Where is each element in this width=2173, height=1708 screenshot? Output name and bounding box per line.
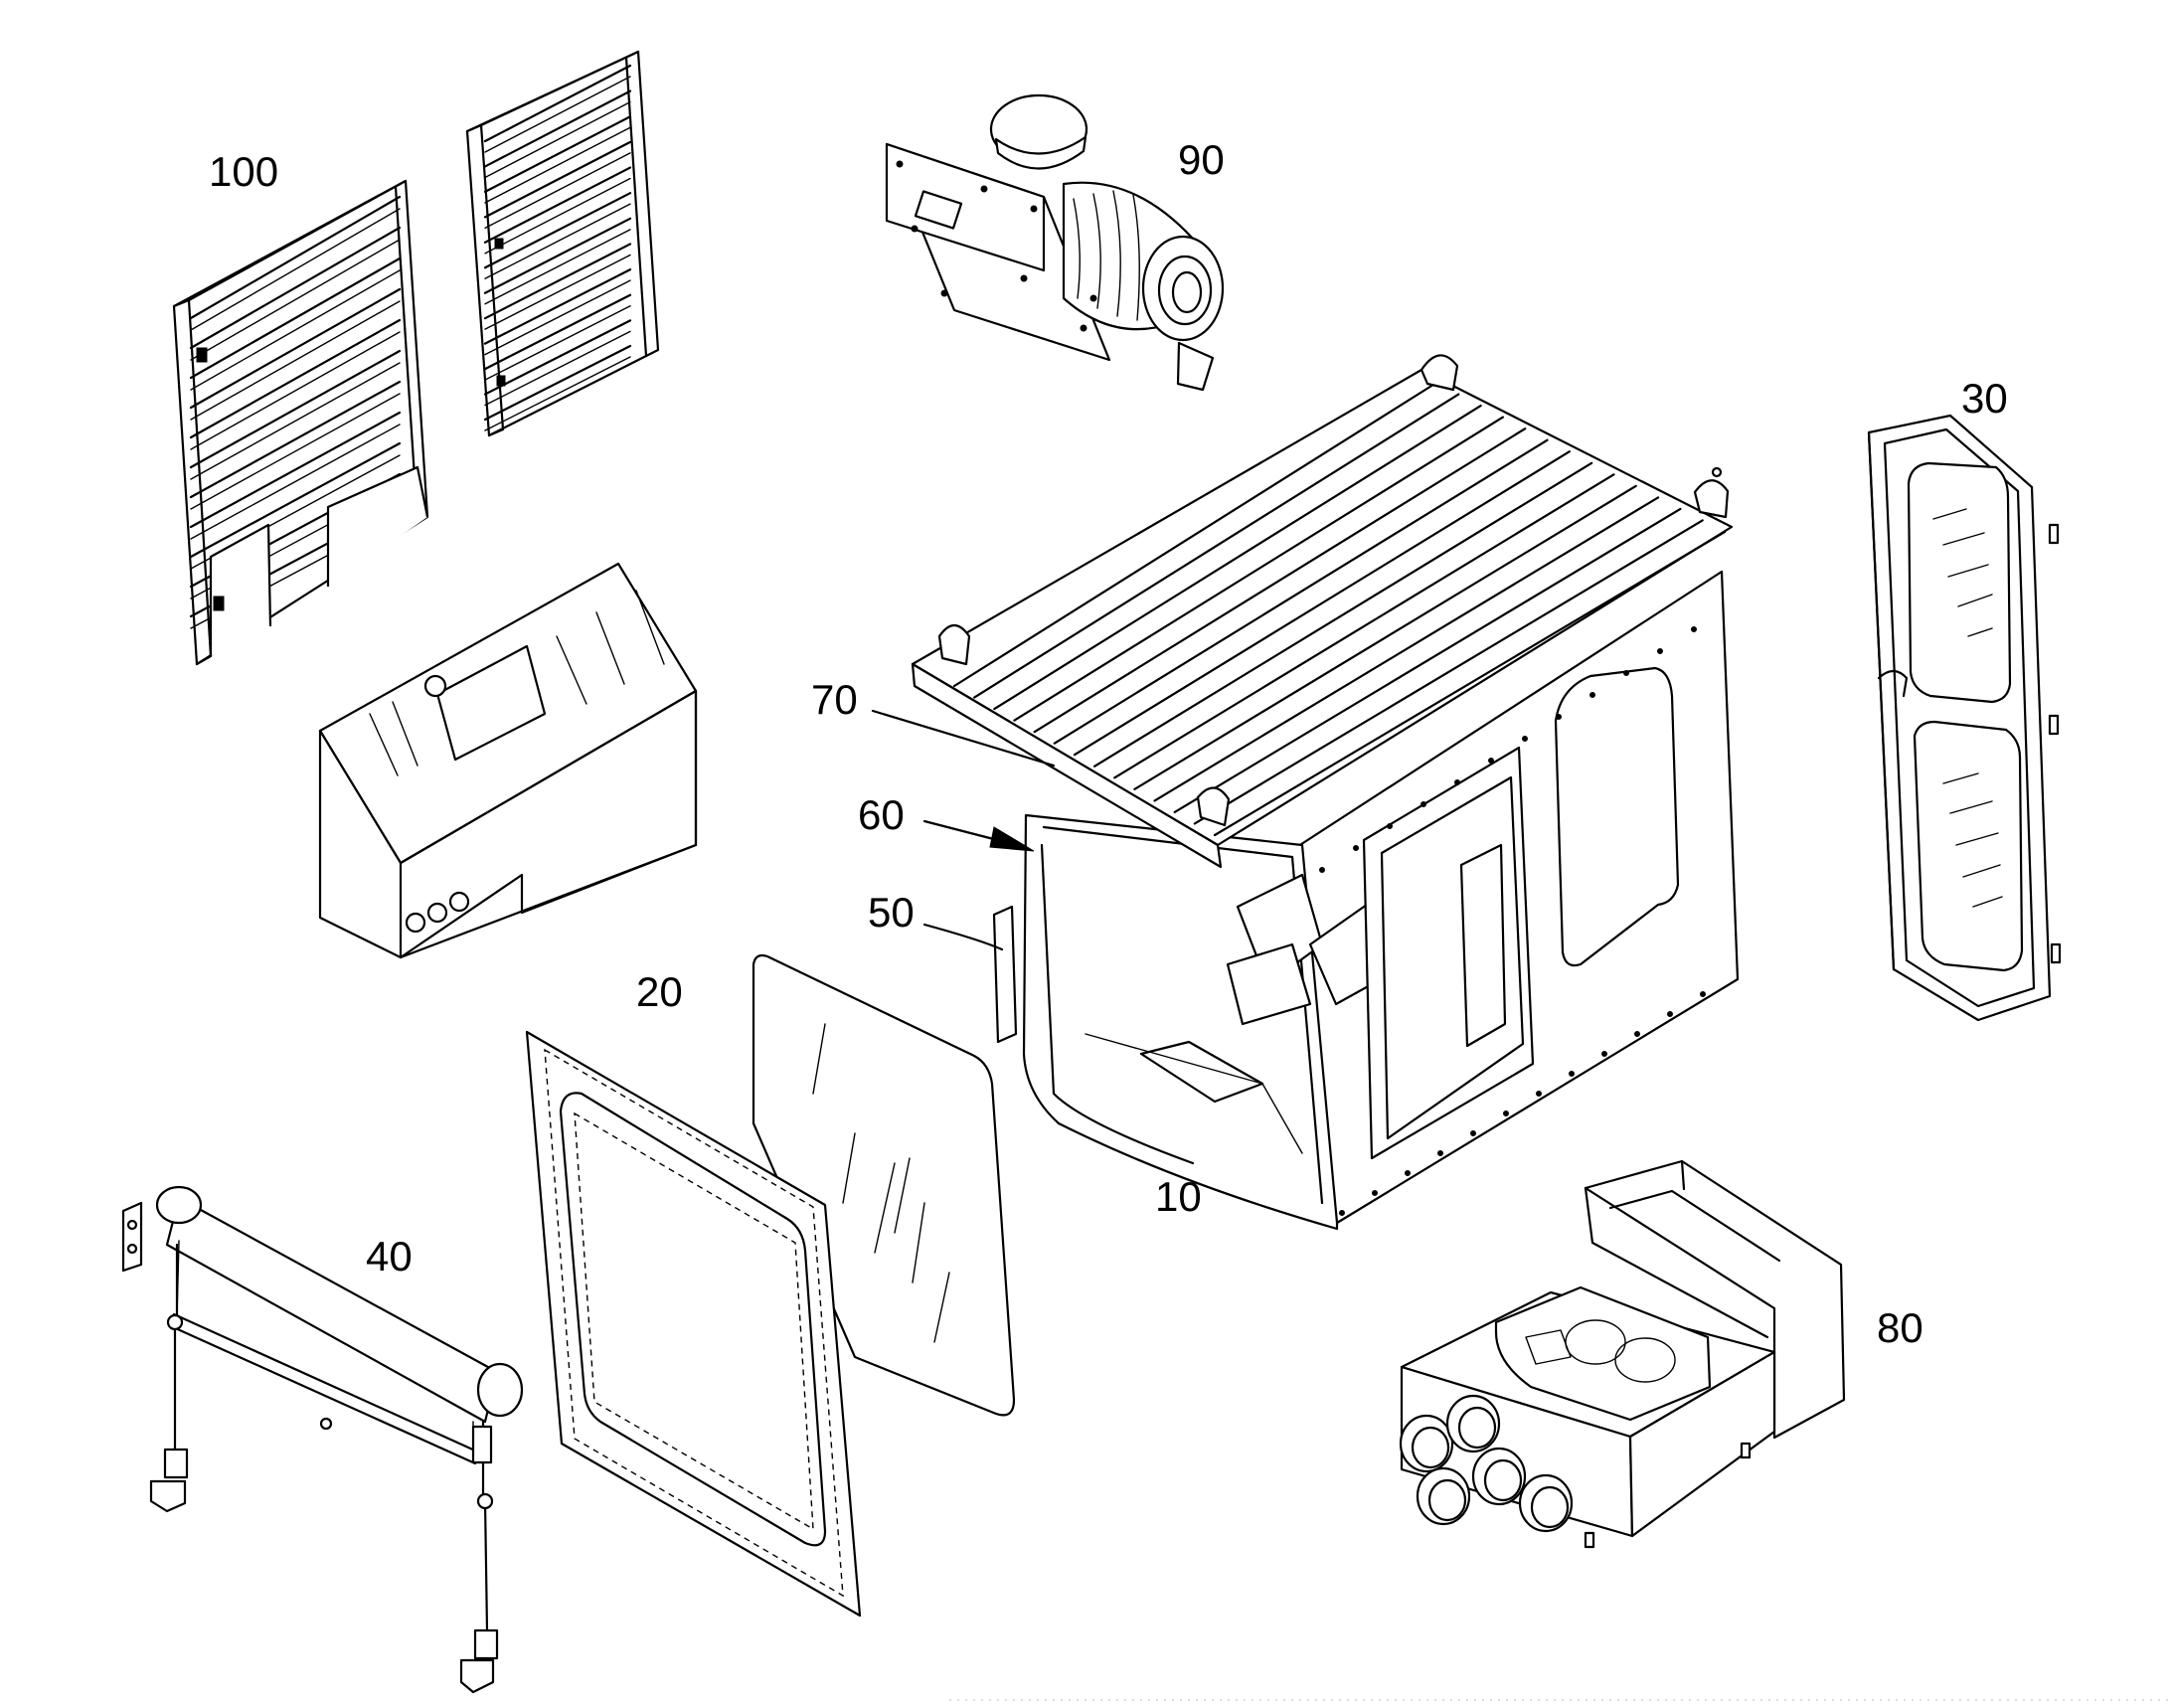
callout-50: 50 <box>868 889 915 936</box>
grille-right <box>465 50 660 437</box>
leader-60-arrow <box>989 826 1035 852</box>
leader-70 <box>871 709 1056 768</box>
callout-10: 10 <box>1155 1173 1202 1220</box>
part-10-cab: 10 <box>911 354 1740 1231</box>
callout-90: 90 <box>1178 136 1225 183</box>
callout-30: 30 <box>1961 375 2008 422</box>
part-30-door: 30 <box>1867 375 2062 1022</box>
part-20-window: 20 <box>525 953 1016 1618</box>
part-100-grilles: 100 <box>172 50 660 666</box>
leader-50 <box>922 923 1004 951</box>
leaders: 70 60 50 <box>811 676 1056 951</box>
callout-80: 80 <box>1877 1304 1923 1351</box>
grille-left <box>172 179 429 666</box>
control-console <box>318 562 698 959</box>
part-90-air-cleaner: 90 <box>885 93 1225 392</box>
callout-100: 100 <box>209 148 278 195</box>
callout-20: 20 <box>636 968 683 1015</box>
callout-60: 60 <box>858 791 905 838</box>
part-40-roller-blind: 40 <box>121 1185 524 1694</box>
callout-70: 70 <box>811 676 858 723</box>
callout-40: 40 <box>366 1233 413 1280</box>
part-80-heater-unit: 80 <box>1399 1159 1923 1549</box>
